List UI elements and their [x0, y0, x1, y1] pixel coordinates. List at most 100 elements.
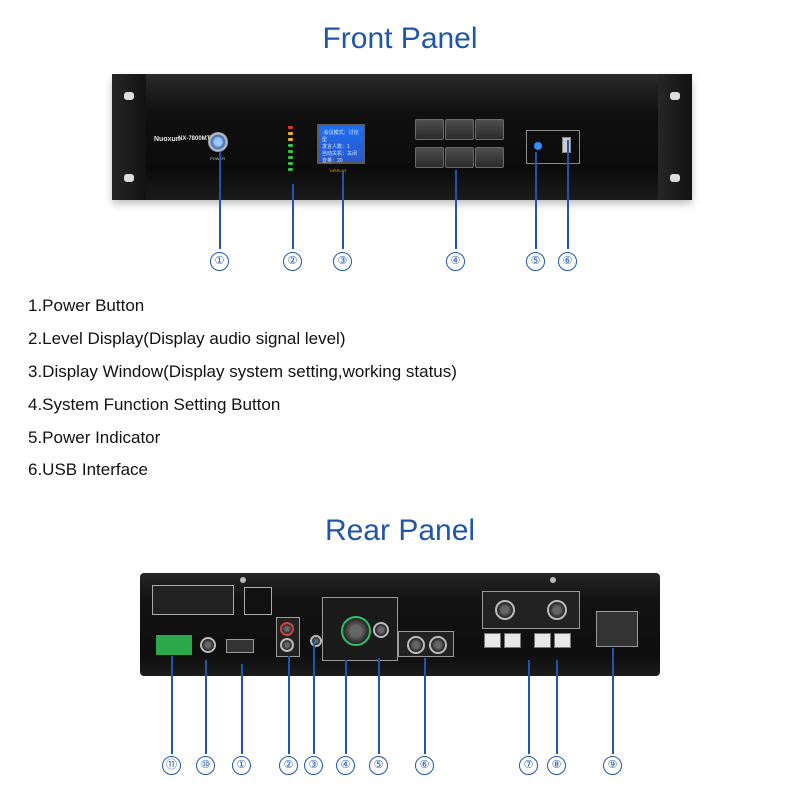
rear-panel-device	[140, 573, 660, 676]
left-rack-ear	[112, 74, 146, 200]
leader-line	[219, 152, 221, 249]
din-ports	[398, 631, 454, 657]
display-label: DISPLAY	[330, 168, 347, 173]
leader-line	[424, 658, 426, 754]
leader-line	[612, 648, 614, 754]
rear-panel-title: Rear Panel	[324, 514, 476, 547]
lan-port[interactable]	[534, 633, 551, 648]
leader-line	[288, 656, 290, 754]
rear-callout-7: ⑦	[519, 756, 538, 775]
rear-callout-5: ⑤	[369, 756, 388, 775]
function-button[interactable]	[475, 147, 504, 168]
callout-5: ⑤	[526, 252, 545, 271]
level-led	[288, 132, 293, 135]
serial-port[interactable]	[226, 639, 254, 653]
lcd-line: 音量：20	[322, 158, 343, 164]
leader-line	[528, 660, 530, 754]
rca-jack[interactable]	[280, 638, 294, 652]
leader-line	[535, 152, 537, 249]
blank-plate	[244, 587, 272, 615]
leader-line	[205, 660, 207, 754]
leader-line	[567, 140, 569, 249]
mic-input-panel	[322, 597, 398, 661]
level-led	[288, 156, 293, 159]
xlr-input[interactable]	[341, 616, 371, 646]
rear-callout-3: ③	[304, 756, 323, 775]
leader-line	[292, 184, 294, 249]
level-led	[288, 126, 293, 129]
lcd-line: 发言人数：1	[322, 144, 350, 150]
callout-6: ⑥	[558, 252, 577, 271]
function-button[interactable]	[445, 119, 474, 140]
description-item: 6.USB Interface	[28, 460, 149, 479]
terminal-block[interactable]	[156, 635, 192, 655]
level-led	[288, 168, 293, 171]
rack-hole	[124, 174, 134, 182]
description-item: 4.System Function Setting Button	[28, 395, 281, 414]
din-port[interactable]	[547, 600, 567, 620]
leader-line	[455, 170, 457, 249]
function-button[interactable]	[415, 119, 444, 140]
display-window: ·会议模式：讨论型 发言人数：1 自动关机：关闭 音量：20	[317, 124, 365, 164]
rear-callout-1: ①	[232, 756, 251, 775]
level-led	[288, 138, 293, 141]
power-indicator	[534, 142, 542, 150]
leader-line	[345, 660, 347, 754]
leader-line	[342, 172, 344, 249]
front-panel-device: Nuoxun NX-7800MT POWER ·会议模式：讨论型 发言人数：1 …	[112, 74, 692, 200]
description-item: 5.Power Indicator	[28, 428, 161, 447]
lan-port[interactable]	[484, 633, 501, 648]
function-button[interactable]	[475, 119, 504, 140]
leader-line	[241, 664, 243, 754]
rear-callout-9: ⑨	[603, 756, 622, 775]
lan-port[interactable]	[554, 633, 571, 648]
power-label: POWER	[210, 156, 226, 161]
function-button[interactable]	[415, 147, 444, 168]
round-port[interactable]	[200, 637, 216, 653]
leader-line	[313, 640, 315, 754]
line-jack[interactable]	[373, 622, 389, 638]
rear-callout-11: ⑪	[162, 756, 181, 775]
indicator-usb-box	[526, 130, 580, 164]
rack-hole	[124, 92, 134, 100]
leader-line	[556, 660, 558, 754]
rear-callout-6: ⑥	[415, 756, 434, 775]
screw	[550, 577, 556, 583]
front-panel-title: Front Panel	[322, 22, 478, 55]
description-item: 3.Display Window(Display system setting,…	[28, 362, 457, 381]
lcd-line: 自动关机：关闭	[322, 151, 358, 157]
din-top-ports	[482, 591, 580, 629]
function-button[interactable]	[445, 147, 474, 168]
rear-callout-10: ⑩	[196, 756, 215, 775]
lcd-line: ·会议模式：讨论型	[322, 130, 359, 143]
din-port[interactable]	[407, 636, 425, 654]
right-rack-ear	[658, 74, 692, 200]
rear-callout-4: ④	[336, 756, 355, 775]
brand-logo: Nuoxun	[154, 136, 181, 143]
power-button[interactable]	[208, 132, 228, 152]
leader-line	[378, 658, 380, 754]
rack-hole	[670, 92, 680, 100]
rca-jack[interactable]	[280, 622, 294, 636]
rack-hole	[670, 174, 680, 182]
leader-line	[171, 656, 173, 754]
rca-outputs	[276, 617, 300, 657]
level-led	[288, 144, 293, 147]
callout-2: ②	[283, 252, 302, 271]
level-led	[288, 162, 293, 165]
callout-4: ④	[446, 252, 465, 271]
description-item: 2.Level Display(Display audio signal lev…	[28, 329, 346, 348]
callout-3: ③	[333, 252, 352, 271]
lan-port[interactable]	[504, 633, 521, 648]
power-socket[interactable]	[596, 611, 638, 647]
aux-switch[interactable]	[310, 635, 322, 647]
din-port[interactable]	[495, 600, 515, 620]
usb-port[interactable]	[562, 137, 571, 153]
din-port[interactable]	[429, 636, 447, 654]
description-item: 1.Power Button	[28, 296, 145, 315]
level-led	[288, 150, 293, 153]
callout-1: ①	[210, 252, 229, 271]
model-label: NX-7800MT	[178, 136, 211, 142]
rear-callout-2: ②	[279, 756, 298, 775]
rear-callout-8: ⑧	[547, 756, 566, 775]
